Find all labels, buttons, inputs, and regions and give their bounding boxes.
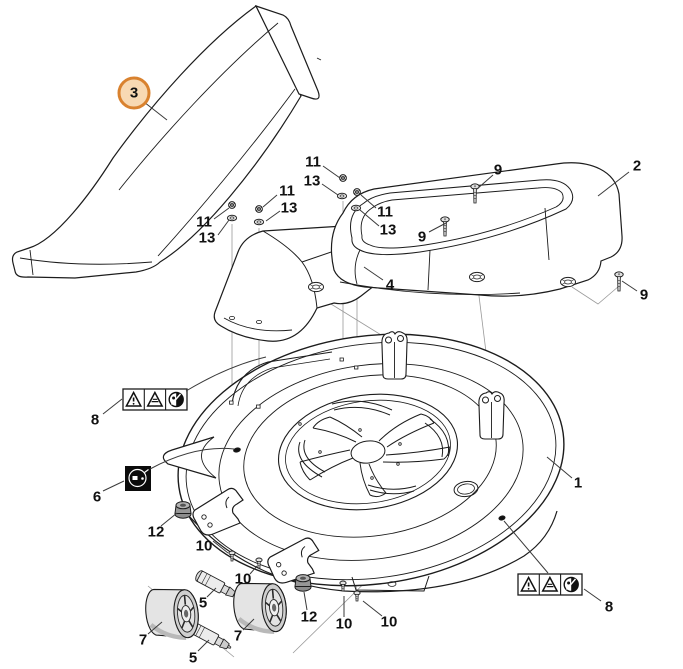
warning-sticker[interactable] [122, 388, 188, 411]
callout-3[interactable]: 3 [129, 84, 139, 102]
callout-7[interactable]: 7 [233, 627, 243, 645]
callout-10[interactable]: 10 [195, 537, 213, 555]
callout-10[interactable]: 10 [335, 615, 353, 633]
chute-body[interactable] [11, 5, 302, 279]
callout-12[interactable]: 12 [147, 523, 165, 541]
screw-11[interactable] [228, 201, 236, 209]
washer-13[interactable] [336, 192, 348, 200]
callout-13[interactable]: 13 [198, 229, 216, 247]
cover-grommet [559, 276, 577, 288]
callout-5[interactable]: 5 [198, 594, 208, 612]
warning-sticker[interactable] [517, 573, 583, 596]
callout-4[interactable]: 4 [385, 276, 395, 294]
callout-9[interactable]: 9 [417, 228, 427, 246]
callout-9[interactable]: 9 [493, 161, 503, 179]
cover-grommet [307, 281, 325, 293]
callout-10[interactable]: 10 [234, 570, 252, 588]
washer-13[interactable] [253, 218, 265, 226]
callout-11[interactable]: 11 [377, 203, 393, 221]
callout-6[interactable]: 6 [92, 488, 102, 506]
callout-8[interactable]: 8 [604, 598, 614, 616]
callout-11[interactable]: 11 [196, 213, 212, 231]
callout-9[interactable]: 9 [639, 286, 649, 304]
callout-12[interactable]: 12 [300, 608, 318, 626]
callout-13[interactable]: 13 [280, 199, 298, 217]
deck-hinge-tower [478, 391, 505, 440]
washer-13[interactable] [350, 204, 362, 212]
callout-5[interactable]: 5 [188, 649, 198, 667]
sticker-position-dot [233, 447, 241, 453]
deck-arc-slots [298, 400, 450, 495]
screw-11[interactable] [339, 174, 347, 182]
part-deck-housing[interactable] [162, 310, 581, 610]
callout-11[interactable]: 11 [305, 153, 321, 171]
leader-lines [102, 101, 638, 652]
callout-3-highlight-circle[interactable]: 3 [117, 76, 151, 110]
callout-13[interactable]: 13 [303, 172, 321, 190]
screw-11[interactable] [353, 188, 361, 196]
nut-12[interactable] [174, 501, 192, 519]
part-belt-cover[interactable] [307, 162, 623, 297]
callout-11[interactable]: 11 [279, 182, 295, 200]
nut-12[interactable] [294, 574, 312, 592]
callout-10[interactable]: 10 [380, 613, 398, 631]
chute-top-flap[interactable] [254, 4, 320, 100]
sticker-position-dot [498, 515, 506, 521]
roller-7[interactable] [144, 586, 200, 641]
callout-1[interactable]: 1 [573, 474, 583, 492]
deck-holes [229, 357, 479, 498]
chute-creases [19, 22, 322, 276]
blade-sticker[interactable] [125, 466, 151, 491]
callout-8[interactable]: 8 [90, 411, 100, 429]
screw-11[interactable] [255, 205, 263, 213]
cover-grommet [468, 271, 486, 283]
callout-13[interactable]: 13 [379, 221, 397, 239]
callout-2[interactable]: 2 [632, 157, 642, 175]
deck-hinge-tower [381, 331, 408, 380]
part-discharge-chute[interactable] [11, 4, 322, 279]
callout-7[interactable]: 7 [138, 631, 148, 649]
screw-10[interactable] [353, 590, 361, 602]
